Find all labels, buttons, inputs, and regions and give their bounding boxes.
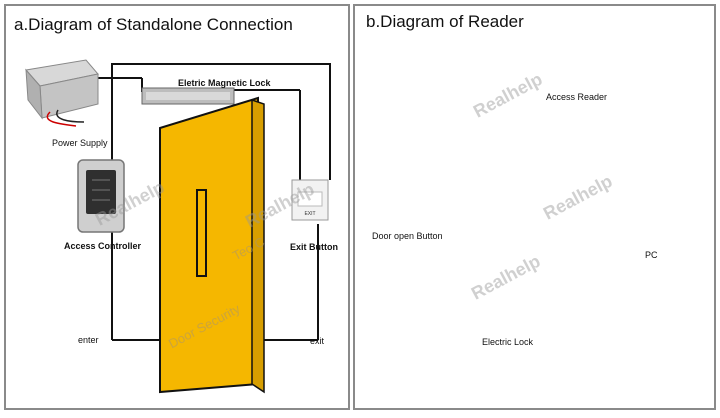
power-supply-icon <box>25 59 99 127</box>
exit-button-icon: EXIT <box>291 179 329 221</box>
svg-text:EXIT: EXIT <box>304 211 315 217</box>
access-controller-icon <box>77 159 125 233</box>
panel-reader-diagram <box>353 4 716 410</box>
exit-label: exit <box>310 336 325 346</box>
enter-label: enter <box>78 335 99 345</box>
door-icon <box>159 96 265 394</box>
door-open-button-label: Door open Button <box>372 231 443 241</box>
magnetic-lock-label: Eletric Magnetic Lock <box>178 78 271 88</box>
pc-label: PC <box>645 250 658 260</box>
panel-a-title: a.Diagram of Standalone Connection <box>14 15 293 34</box>
panel-b-title: b.Diagram of Reader <box>366 12 524 31</box>
panel-a-wires <box>92 63 331 341</box>
magnetic-lock-icon <box>141 87 235 105</box>
access-reader-label: Access Reader <box>546 92 608 102</box>
power-supply-label: Power Supply <box>52 138 108 148</box>
exit-button-label: Exit Button <box>290 242 338 252</box>
access-controller-label: Access Controller <box>64 241 142 251</box>
electric-lock-label: Electric Lock <box>482 337 534 347</box>
